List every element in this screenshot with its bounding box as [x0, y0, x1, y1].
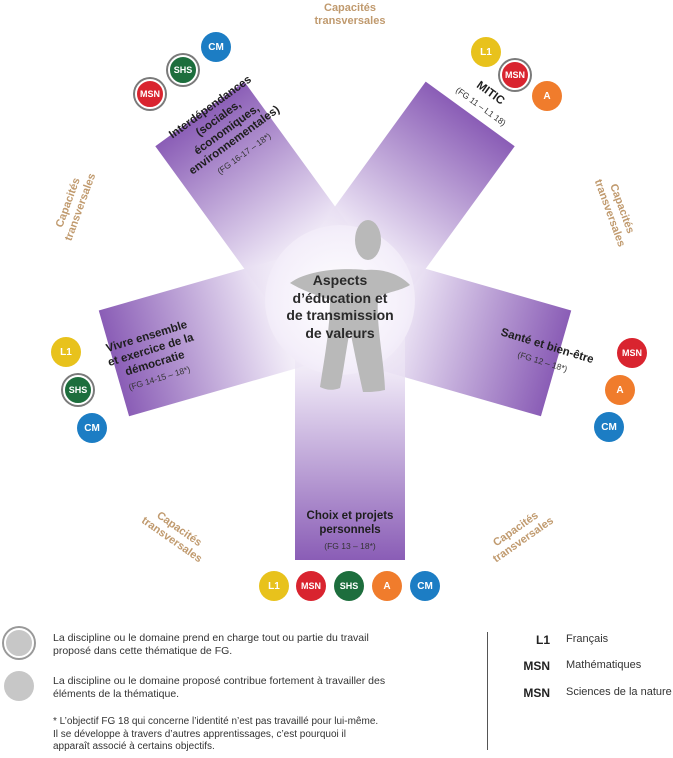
badge-msn: MSN — [296, 571, 326, 601]
legend-divider — [487, 632, 488, 750]
badge-l1: L1 — [471, 37, 501, 67]
legend-plain-circle — [4, 671, 34, 701]
badge-l1: L1 — [259, 571, 289, 601]
abbr-msn-sciences-name: Sciences de la nature — [566, 686, 672, 698]
badge-cm: CM — [77, 413, 107, 443]
badge-msn: MSN — [135, 79, 165, 109]
abbr-msn-math: MSN — [523, 659, 550, 673]
badge-shs: SHS — [334, 571, 364, 601]
badge-a: A — [372, 571, 402, 601]
badge-cm: CM — [410, 571, 440, 601]
arm-label-choix: Choix et projets personnels (FG 13 – 18*… — [306, 510, 394, 551]
badge-msn: MSN — [500, 60, 530, 90]
human-figure-icon — [290, 220, 410, 392]
legend-note: * L’objectif FG 18 qui concerne l’identi… — [53, 716, 379, 752]
legend-ring-text: La discipline ou le domaine prend en cha… — [53, 632, 369, 658]
abbr-l1-name: Français — [566, 633, 609, 645]
star-diagram — [98, 81, 572, 560]
legend-plain-text: La discipline ou le domaine proposé cont… — [53, 675, 386, 701]
badge-a: A — [532, 81, 562, 111]
abbr-msn-sciences: MSN — [523, 686, 550, 700]
badge-a: A — [605, 375, 635, 405]
badge-shs: SHS — [63, 375, 93, 405]
legend-ring-circle — [4, 628, 34, 658]
abbr-l1: L1 — [535, 633, 550, 647]
badge-cm: CM — [594, 412, 624, 442]
badge-l1: L1 — [51, 337, 81, 367]
badge-msn: MSN — [617, 338, 647, 368]
center-title: Aspects d’éducation et de transmission d… — [286, 272, 394, 341]
abbr-msn-math-name: Mathématiques — [566, 659, 642, 671]
badge-shs: SHS — [168, 55, 198, 85]
badge-cm: CM — [201, 32, 231, 62]
